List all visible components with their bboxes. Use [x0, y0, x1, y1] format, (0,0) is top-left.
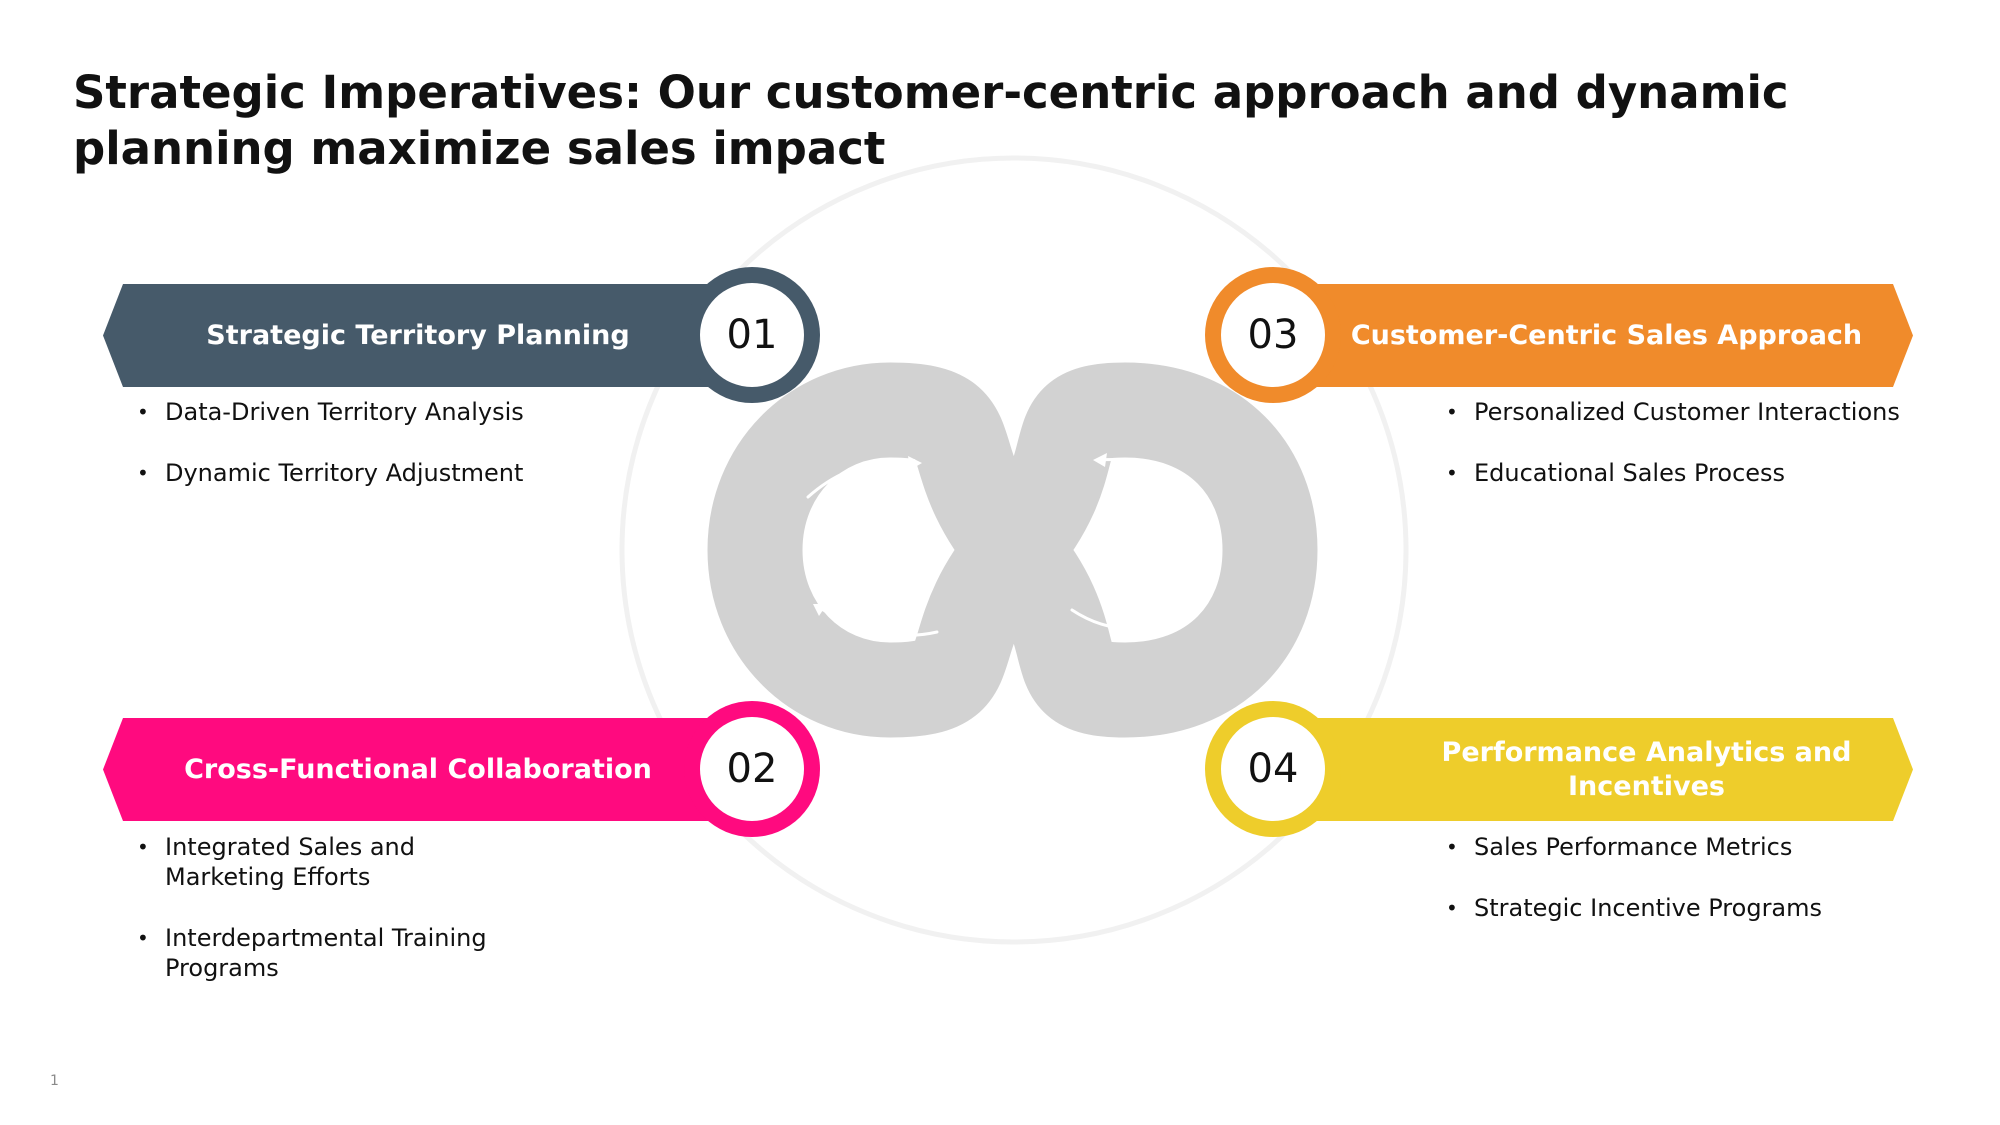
section-number: 03 [1221, 283, 1325, 387]
section-heading: Customer-Centric Sales Approach [1350, 319, 1863, 351]
list-item: Integrated Sales and Marketing Efforts [137, 832, 537, 892]
list-item: Data-Driven Territory Analysis [137, 397, 597, 427]
section-banner-strategic-territory-planning: Strategic Territory Planning [103, 284, 743, 387]
arrow-left-icon [1098, 457, 1207, 499]
section-bullet-list: Personalized Customer Interactions Educa… [1446, 397, 1946, 519]
section-number: 02 [700, 717, 804, 821]
page-number: 1 [50, 1073, 59, 1089]
section-number-badge: 04 [1205, 701, 1341, 837]
section-bullet-list: Data-Driven Territory Analysis Dynamic T… [137, 397, 597, 519]
section-banner-cross-functional-collaboration: Cross-Functional Collaboration [103, 718, 743, 821]
section-banner-customer-centric-sales-approach: Customer-Centric Sales Approach [1260, 284, 1913, 387]
section-heading: Performance Analytics and Incentives [1441, 736, 1852, 802]
list-item: Educational Sales Process [1446, 458, 1946, 488]
list-item: Strategic Incentive Programs [1446, 893, 1946, 923]
arrow-right-icon [806, 460, 917, 499]
section-number: 04 [1221, 717, 1325, 821]
section-banner-performance-analytics-and-incentives: Performance Analytics and Incentives [1260, 718, 1913, 821]
list-item: Sales Performance Metrics [1446, 832, 1946, 862]
section-number-badge: 01 [684, 267, 820, 403]
list-item: Dynamic Territory Adjustment [137, 458, 597, 488]
list-item: Interdepartmental Training Programs [137, 923, 537, 983]
section-bullet-list: Sales Performance Metrics Strategic Ince… [1446, 832, 1946, 954]
infinity-loop-icon [707, 362, 1318, 738]
section-heading: Strategic Territory Planning [206, 319, 630, 351]
arrow-left-icon [818, 606, 939, 637]
section-number-badge: 02 [684, 701, 820, 837]
slide-title: Strategic Imperatives: Our customer-cent… [73, 66, 1789, 175]
background-ring [619, 155, 1409, 945]
list-item: Personalized Customer Interactions [1446, 397, 1946, 427]
section-bullet-list: Integrated Sales and Marketing Efforts I… [137, 832, 537, 1014]
section-number: 01 [700, 283, 804, 387]
section-heading: Cross-Functional Collaboration [184, 753, 652, 785]
arrow-right-icon [1070, 608, 1192, 631]
section-number-badge: 03 [1205, 267, 1341, 403]
